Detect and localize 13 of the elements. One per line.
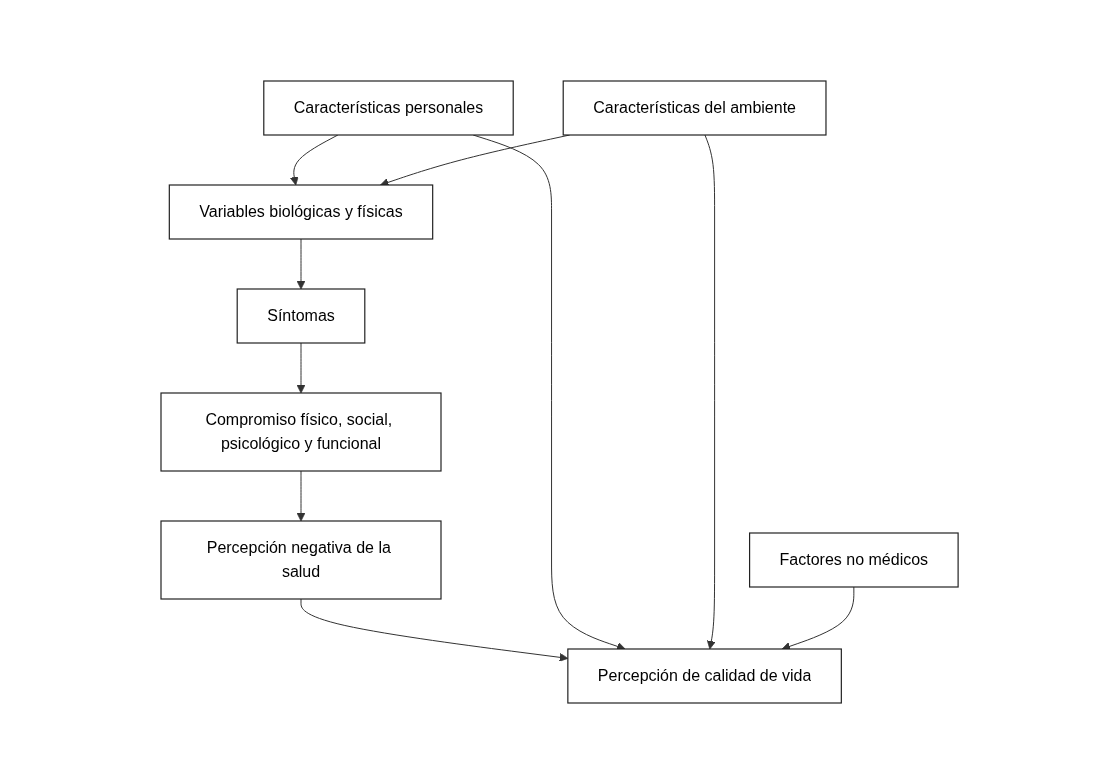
node-box: Percepción negativa de la salud <box>160 519 442 600</box>
arrow <box>296 238 306 289</box>
arrow <box>296 342 306 393</box>
node-box: Percepción de calidad de vida <box>567 647 842 704</box>
node-box: Características personales <box>263 79 514 136</box>
arrow <box>704 134 716 649</box>
node-box: Compromiso físico, social, psicológico y funcional <box>160 391 442 472</box>
node-box: Características del ambiente <box>562 79 827 136</box>
node-box: Variables biológicas y físicas <box>168 183 434 240</box>
arrow <box>289 134 339 185</box>
node-box: Síntomas <box>236 287 366 344</box>
node-box: Factores no médicos <box>748 531 959 588</box>
arrow <box>296 470 306 521</box>
